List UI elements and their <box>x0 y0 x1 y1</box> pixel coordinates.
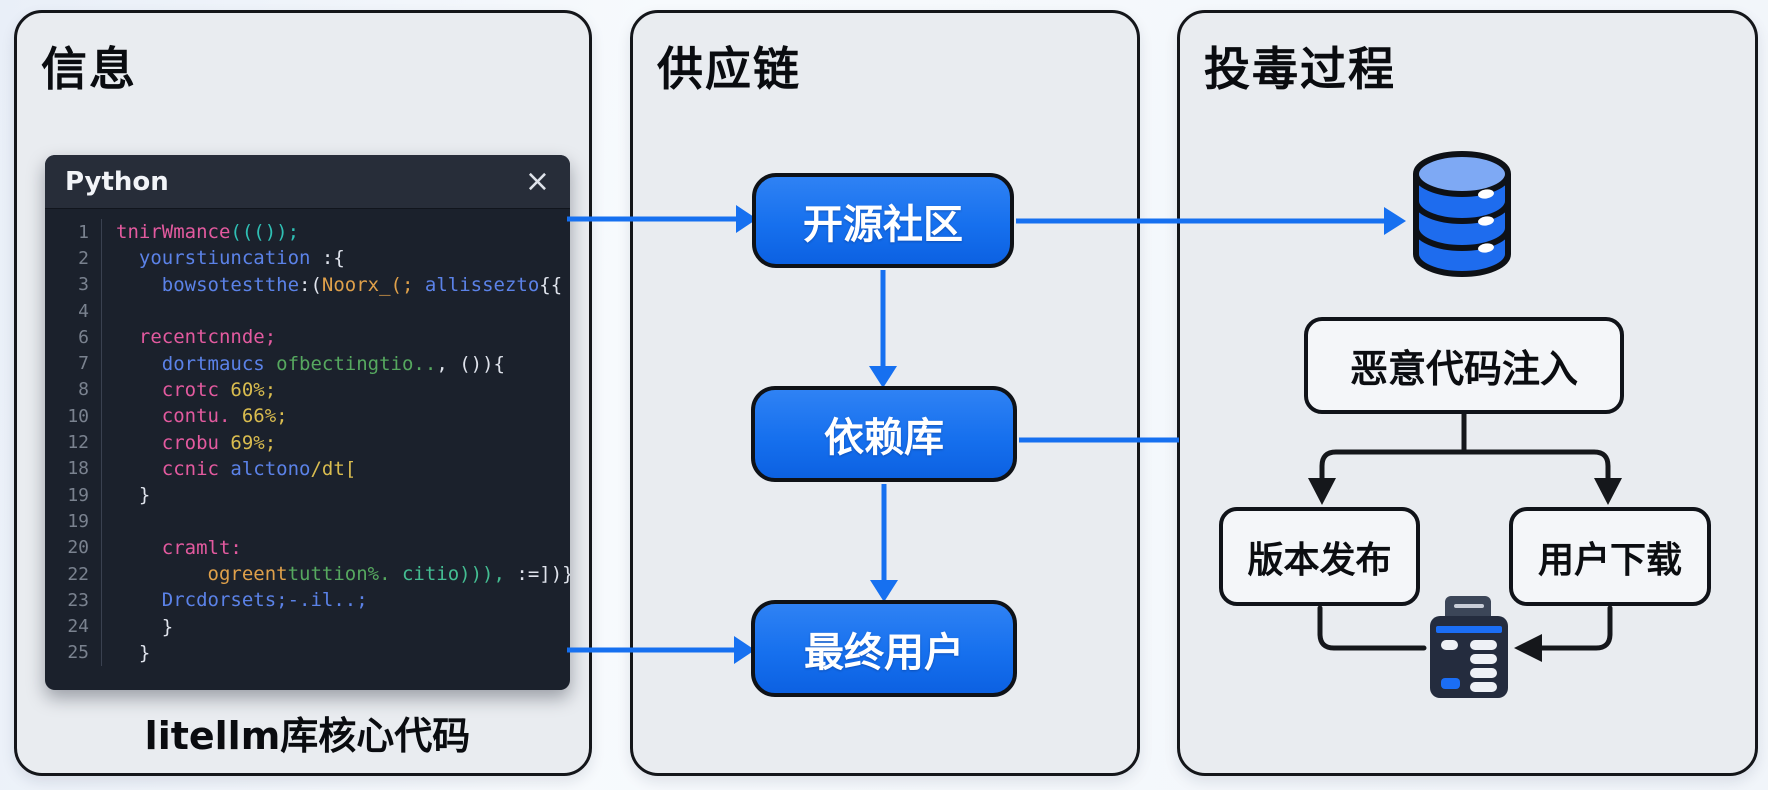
code-line: 25 } <box>45 639 570 667</box>
code-window-title: Python <box>65 166 169 197</box>
node-open-source-community: 开源社区 <box>752 173 1014 268</box>
code-line: 4 <box>45 297 570 325</box>
code-line: 24 } <box>45 613 570 640</box>
code-line: 10 contu. 66%; <box>45 403 570 430</box>
code-line: 19 <box>45 508 570 535</box>
code-caption: litellm库核心代码 <box>144 714 471 758</box>
code-line: 22 ogreenttuttion%. citio))), :=])} <box>45 560 570 588</box>
code-window-header: Python × <box>45 155 570 209</box>
code-line: 12 crobu 69%; <box>45 429 570 456</box>
panel-poisoning-title: 投毒过程 <box>1204 42 1396 96</box>
panel-info-title: 信息 <box>41 42 137 96</box>
code-line: 18 ccnic alctono/dt[ <box>45 455 570 482</box>
code-line: 6 recentcnnde; <box>45 324 570 351</box>
code-line: 3 bowsotestthe:(Noorx_(; allissezto{{ <box>45 271 570 298</box>
node-dependency-library: 依赖库 <box>751 386 1017 482</box>
node-user-download: 用户下载 <box>1509 507 1711 606</box>
code-line: 20 cramlt: <box>45 534 570 561</box>
node-end-user: 最终用户 <box>751 600 1017 697</box>
receipt-printer-icon <box>1430 596 1508 698</box>
database-icon <box>1413 151 1511 277</box>
close-icon[interactable]: × <box>524 163 550 199</box>
code-line: 19 } <box>45 481 570 509</box>
code-line: 7 dortmaucs ofbectingtio.., ()){ <box>45 350 570 377</box>
code-line: 2 yourstiuncation :{ <box>45 245 570 272</box>
code-line: 23 Drcdorsets;-.il..; <box>45 587 570 614</box>
node-version-release: 版本发布 <box>1219 507 1420 606</box>
code-line: 8 crotc 60%; <box>45 376 570 404</box>
panel-supply-chain-title: 供应链 <box>657 42 801 96</box>
node-malicious-code-injection: 恶意代码注入 <box>1304 317 1624 414</box>
